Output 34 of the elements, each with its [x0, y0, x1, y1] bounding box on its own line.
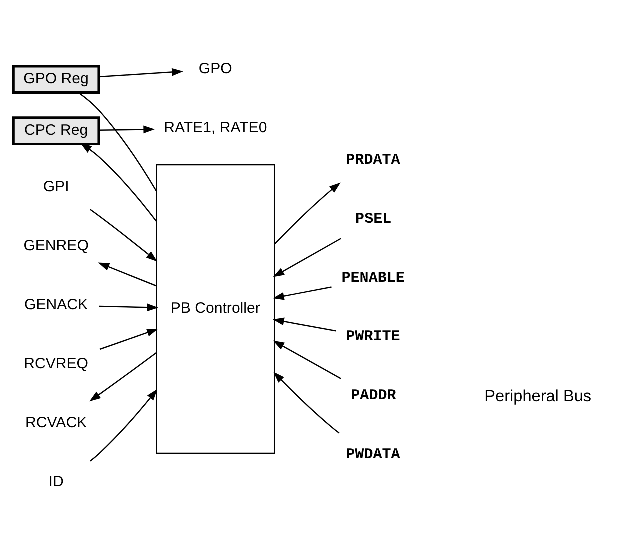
node-text: RCVACK	[26, 414, 88, 432]
connector	[78, 92, 158, 192]
node-text: RATE1, RATE0	[164, 119, 268, 136]
node-text: PENABLE	[342, 268, 405, 287]
node-text: GENREQ	[24, 237, 89, 254]
arrow	[90, 352, 157, 402]
arrow	[90, 389, 158, 462]
arrow	[273, 340, 342, 380]
node-text: GPO	[198, 60, 232, 78]
arrow	[99, 304, 159, 312]
arrow	[99, 126, 155, 134]
node-box: CPC Reg	[12, 116, 100, 146]
arrow	[80, 143, 158, 222]
node-text: RCVREQ	[24, 355, 88, 372]
node-text: GENACK	[24, 296, 88, 314]
arrow	[274, 372, 340, 434]
arrow	[273, 238, 342, 278]
node-text: PWRITE	[346, 328, 400, 346]
node-text: PSEL	[356, 210, 392, 228]
node-text: ID	[48, 473, 64, 490]
node-box: GPO Reg	[12, 65, 100, 94]
node-text: PWDATA	[346, 446, 400, 464]
arrow	[273, 286, 332, 300]
arrow	[273, 318, 336, 332]
node-text: PRDATA	[346, 150, 400, 169]
node-text: GPI	[43, 178, 70, 196]
arrow	[98, 262, 157, 287]
arrow	[274, 182, 341, 245]
arrow	[100, 328, 158, 350]
arrow	[99, 68, 184, 78]
label: Peripheral Bus	[484, 387, 592, 406]
node-box: PB Controller	[156, 164, 276, 454]
arrow	[90, 209, 158, 262]
node-text: PADDR	[351, 386, 396, 405]
